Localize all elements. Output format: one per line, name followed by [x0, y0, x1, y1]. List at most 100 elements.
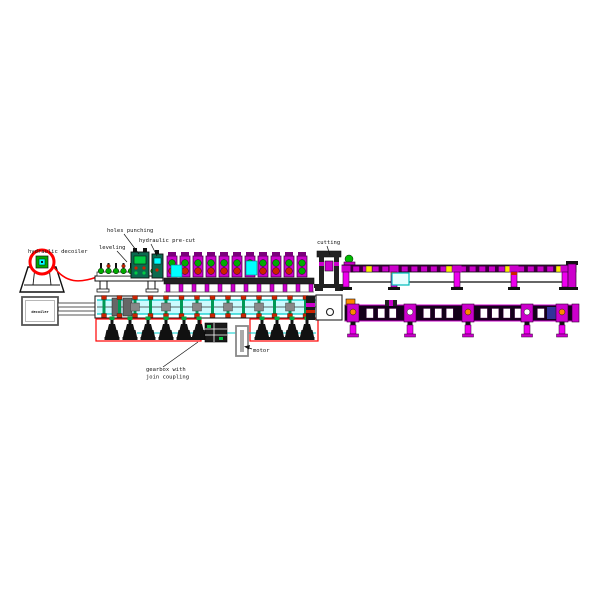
top-roller — [272, 259, 280, 267]
gearbox-body — [159, 330, 173, 337]
runout-leg — [453, 271, 461, 288]
roll-stand-cap — [168, 252, 176, 256]
cutter-plan — [306, 294, 343, 321]
roll-stand-cap — [298, 252, 306, 256]
label-hydraulic-precut: hydraulic pre-cut — [139, 238, 195, 244]
runout-end-cap — [566, 261, 578, 265]
runout-plan-station-hub — [464, 308, 472, 316]
leveling-upper-roller — [121, 264, 126, 269]
bed-post — [308, 283, 314, 293]
runout-foot — [508, 287, 520, 290]
gearbox-shaft — [128, 320, 132, 324]
bed-post — [230, 283, 236, 293]
join-coupling — [143, 324, 153, 330]
gearbox-shaft-port — [163, 316, 169, 320]
gearbox-shaft — [164, 320, 168, 324]
runout-plan-leg — [558, 324, 566, 335]
cutter-base — [314, 284, 344, 288]
runout-plan-roller — [389, 308, 397, 319]
gearbox-foot — [176, 337, 192, 340]
rail-roller — [537, 266, 544, 272]
precut-die — [153, 257, 162, 265]
plan-roller-block — [285, 302, 295, 312]
bed-post — [204, 283, 210, 293]
plan-roller-stations — [101, 295, 309, 318]
runout-plan-roller — [446, 308, 454, 319]
leveling-roller — [97, 267, 105, 275]
gearbox-shaft — [197, 320, 201, 324]
runout-leg-bracket — [560, 265, 570, 273]
roll-stand-cap — [220, 252, 228, 256]
join-coupling — [272, 324, 282, 330]
gearbox-shaft — [305, 320, 309, 324]
roll-stand-cap — [181, 252, 189, 256]
bottom-roller — [181, 267, 189, 275]
gearbox-body — [177, 330, 191, 337]
punch-dot — [134, 271, 138, 275]
rail-roller — [479, 266, 486, 272]
runout-plan-leg-cap — [524, 321, 530, 326]
runout-plan-leg-cap — [559, 321, 565, 326]
runout-leg — [342, 271, 350, 288]
leader-motor-arrowhead — [244, 345, 250, 350]
runout-foot — [340, 287, 352, 290]
end-panel — [315, 294, 343, 321]
plan-bearing-cap — [209, 313, 216, 318]
bottom-roller — [272, 267, 280, 275]
runout-foot — [559, 287, 571, 290]
runout-plan-leg-cap — [350, 321, 356, 326]
plan-bearing-cap — [225, 313, 231, 318]
gearbox-foot — [269, 337, 285, 340]
label-gearbox-line2: join coupling — [146, 375, 189, 381]
join-coupling — [287, 324, 297, 330]
machine-bed-plan — [94, 295, 331, 319]
runout-plan-leg — [406, 324, 414, 335]
runout-plan-foot — [462, 333, 474, 338]
plan-bearing-cap — [116, 295, 123, 300]
cutter-plan-accent — [306, 310, 315, 313]
rail-roller — [518, 266, 525, 272]
leveling-roller-tab — [100, 263, 102, 268]
bed-post — [269, 283, 275, 293]
runout-end-post — [567, 263, 577, 289]
gearbox-body — [270, 330, 284, 337]
top-roller — [181, 259, 189, 267]
roll-stand-cap — [285, 252, 293, 256]
punch-dot — [142, 266, 146, 270]
top-roller — [285, 259, 293, 267]
runout-plan-leg-cap — [407, 321, 413, 326]
bottom-roller — [207, 267, 215, 275]
runout-plan-leg — [464, 324, 472, 335]
leveling-upper-roller — [106, 264, 111, 269]
roll-former — [163, 252, 315, 293]
rail-roller — [440, 266, 447, 272]
plan-bearing-cap — [147, 295, 154, 300]
gearbox-shaft-port — [127, 316, 133, 320]
gearbox-foot — [254, 337, 270, 340]
cutter-column-accent — [334, 262, 339, 266]
gearbox-body — [123, 330, 137, 337]
runout-end-foot — [566, 287, 578, 290]
plan-roller-block — [161, 302, 171, 312]
plan-roller-block — [192, 302, 202, 312]
runout-plan-leg-cap — [465, 321, 471, 326]
runout-table-plan — [344, 298, 580, 338]
decoiler-connector-bar — [57, 302, 96, 308]
hydraulic-decoiler — [19, 248, 65, 293]
plan-roller-shaft — [180, 297, 183, 317]
runout-plan-roller — [514, 308, 522, 319]
gearbox-body — [285, 330, 299, 337]
bottom-roller — [285, 267, 293, 275]
gearbox-shaft-port — [289, 316, 295, 320]
rail-roller — [489, 266, 495, 272]
plan-bearing-cap — [132, 295, 138, 300]
cutting-press — [314, 250, 344, 291]
runout-plan-end-cap — [571, 303, 580, 323]
rail-roller — [421, 266, 428, 272]
gearbox-foot — [122, 337, 138, 340]
cutter-foot — [315, 288, 323, 291]
leader-gearbox — [162, 341, 199, 368]
precut-top-tab — [155, 250, 159, 255]
plan-roller-block — [223, 302, 233, 312]
